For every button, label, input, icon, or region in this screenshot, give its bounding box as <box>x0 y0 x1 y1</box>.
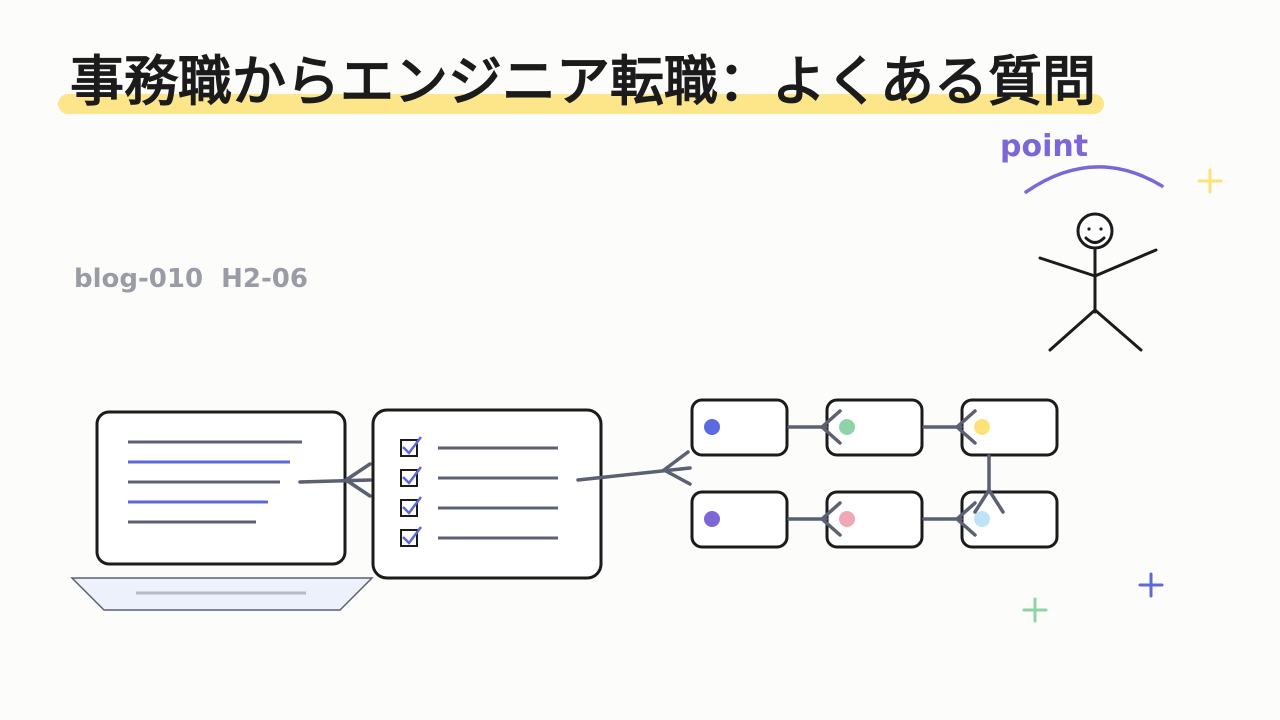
flow-node <box>690 398 789 457</box>
connector-arrow <box>973 454 1005 514</box>
connector-arrow <box>576 450 692 486</box>
checkbox-icon <box>400 439 418 457</box>
flow-node <box>690 490 789 549</box>
flow-node <box>960 398 1059 457</box>
point-arc <box>1024 165 1164 194</box>
sparkle-icon <box>1138 572 1164 598</box>
subtitle-label: blog-010 H2-06 <box>74 264 308 294</box>
laptop-screen <box>95 410 347 566</box>
connector-arrow <box>298 462 372 498</box>
checkmark-icon <box>402 436 422 455</box>
flow-node-dot <box>839 419 855 435</box>
checklist-item <box>400 466 558 487</box>
laptop-icon <box>70 410 374 611</box>
checkbox-icon <box>400 469 418 487</box>
checkmark-icon <box>402 526 422 545</box>
point-label: point <box>1000 129 1088 164</box>
sparkle-icon <box>1197 168 1223 194</box>
checkbox-icon <box>400 529 418 547</box>
connector-arrow <box>787 409 842 445</box>
connector-arrow <box>922 409 977 445</box>
checklist-item <box>400 496 558 517</box>
checkbox-icon <box>400 499 418 517</box>
flow-node <box>960 490 1059 549</box>
flow-node <box>825 398 924 457</box>
connector-arrow <box>922 501 977 537</box>
checklist-item <box>400 436 558 457</box>
connector-arrow <box>787 501 842 537</box>
title-highlight <box>58 94 1104 114</box>
flow-node-dot <box>974 511 990 527</box>
flow-node-dot <box>974 419 990 435</box>
flow-node-dot <box>704 419 720 435</box>
sparkle-icon <box>1022 597 1048 623</box>
checklist-item <box>400 526 558 547</box>
checkmark-icon <box>402 496 422 515</box>
checklist-card <box>371 408 603 580</box>
checkmark-icon <box>402 466 422 485</box>
flow-node <box>825 490 924 549</box>
page-title: 事務職からエンジニア転職：よくある質問 <box>70 50 1096 113</box>
flow-node-dot <box>839 511 855 527</box>
stick-figure-icon <box>1038 212 1158 352</box>
flow-node-dot <box>704 511 720 527</box>
